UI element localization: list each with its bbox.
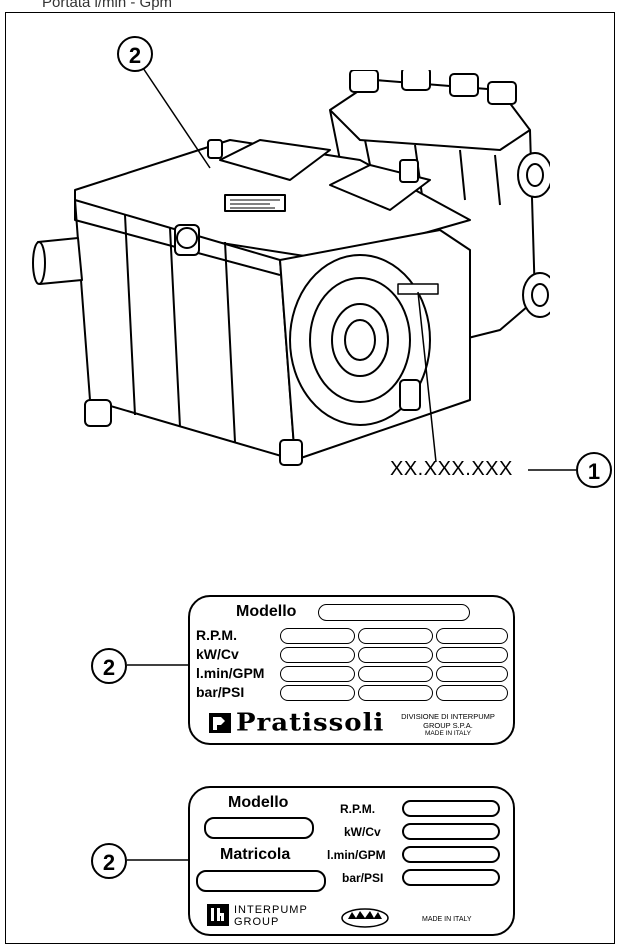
plate1-bar-label: bar/PSI [196,684,245,700]
plate1-division-line3: MADE IN ITALY [425,730,471,737]
plate2-field [402,846,500,863]
header-text: Portata l/min - Gpm [42,0,173,11]
plate2-field [402,823,500,840]
plate1-field [436,628,508,644]
pump-illustration [32,70,550,466]
plate1-modello-label: Modello [236,603,297,620]
figure-frame [5,12,615,944]
plate2-matricola-field [196,870,326,892]
plate1-rpm-label: R.P.M. [196,627,237,643]
plate2-bar-label: bar/PSI [342,871,384,885]
callout-2-plate1: 2 [91,648,127,684]
plate2-lmin-label: l.min/GPM [327,848,386,862]
plate2-brand-line1: INTERPUMP [234,904,308,916]
plate2-field [402,800,500,817]
plate1-field [358,666,433,682]
plate1-division-line1: DIVISIONE DI INTERPUMP [401,712,495,721]
crown-emblem-icon [341,908,389,928]
nameplate-interpump: Modello Matricola R.P.M. kW/Cv l.min/GPM… [188,786,515,936]
callout-2-plate2: 2 [91,843,127,879]
plate1-field [358,685,433,701]
plate2-kw-label: kW/Cv [344,825,381,839]
callout-2-top: 2 [117,36,153,72]
plate2-modello-label: Modello [228,794,289,811]
plate1-field [436,685,508,701]
plate1-division-line2: GROUP S.P.A. [423,721,473,730]
plate1-field [436,666,508,682]
plate1-field [280,647,355,663]
plate1-field [280,666,355,682]
plate2-field [402,869,500,886]
plate1-field [358,628,433,644]
plate2-modello-field [204,817,314,839]
plate1-brand: Pratissoli [236,708,385,738]
plate2-matricola-label: Matricola [220,846,291,863]
nameplate-pratissoli: Modello R.P.M. kW/Cv l.min/GPM bar/PSI P… [188,595,515,745]
plate1-modello-field [318,604,470,621]
interpump-logo-icon [207,904,229,926]
plate1-field [280,685,355,701]
plate1-lmin-label: l.min/GPM [196,665,265,681]
plate2-made-in-italy: MADE IN ITALY [422,916,472,923]
plate1-field [358,647,433,663]
plate2-brand-line2: GROUP [234,916,280,928]
pratissoli-logo-icon [209,713,231,733]
plate1-field [280,628,355,644]
plate2-rpm-label: R.P.M. [340,802,376,816]
serial-number: XX.XXX.XXX [390,458,513,480]
plate1-kw-label: kW/Cv [196,646,239,662]
plate1-field [436,647,508,663]
callout-1: 1 [576,452,612,488]
